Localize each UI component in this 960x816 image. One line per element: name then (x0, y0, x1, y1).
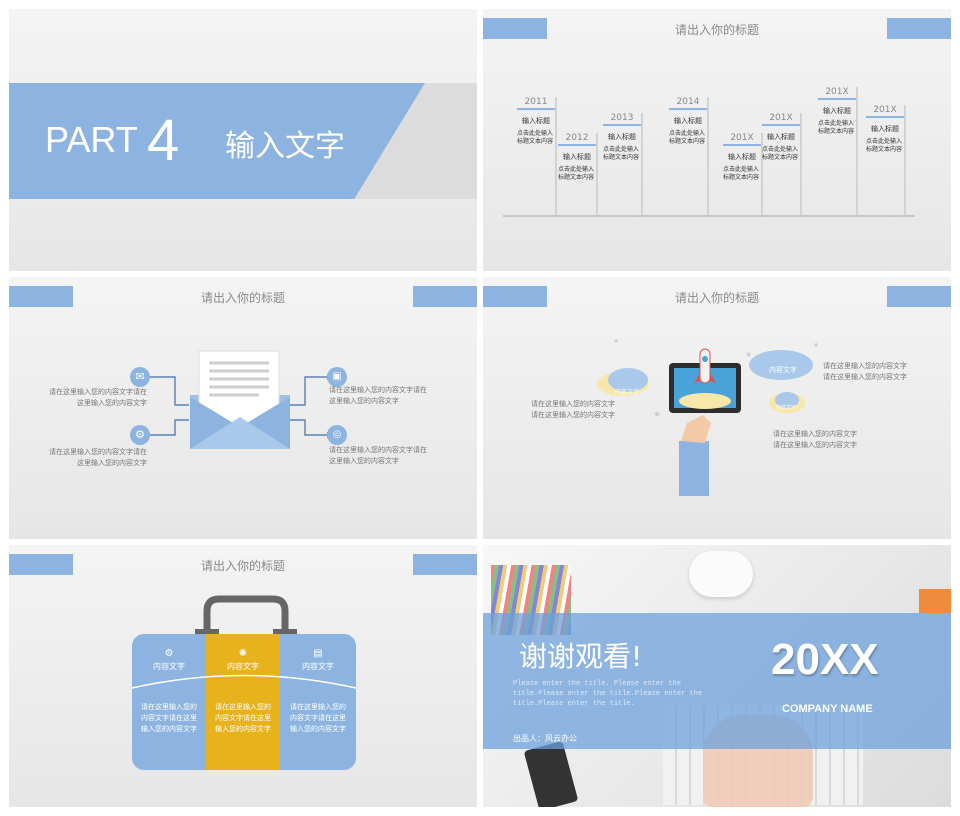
slide-title: 请出入你的标题 (674, 23, 759, 37)
slide-envelope[interactable]: 请出入你的标题 ✉ ⚙ ▣ ◎ 请在这里输入您的内容文字请在这里输入您的内容文字… (9, 277, 477, 539)
blue-overlay-band (483, 613, 951, 749)
slide-part4-title[interactable]: PART 4 输入文字 (9, 9, 477, 271)
timeline-heading: 输入标题 (522, 117, 550, 125)
timeline-heading: 输入标题 (871, 125, 899, 133)
desk-photo-mouse (689, 551, 753, 597)
timeline-item: 201X 输入标题点击此处输入标题文本内容 (762, 113, 802, 215)
timeline-item: 2014 输入标题点击此处输入标题文本内容 (669, 97, 709, 215)
card-icon: ▤ (313, 648, 323, 659)
timeline-item: 201X 输入标题点击此处输入标题文本内容 (723, 133, 763, 215)
blue-banner (9, 83, 425, 199)
globe-icon: ◎ (327, 425, 347, 445)
english-body-text: Please enter the title. Please enter the… (513, 680, 703, 708)
text-bottom-left: 请在这里输入您的内容文字请在这里输入您的内容文字 (49, 448, 147, 467)
slide-title: 请出入你的标题 (200, 291, 285, 305)
briefcase-seam (131, 674, 357, 689)
envelope-diagram (149, 350, 331, 449)
timeline-year: 2012 (558, 133, 596, 146)
slide-tablet-rocket[interactable]: 请出入你的标题 ★ ★ ★ ★ 内容文字 内容文字 内容文字 请在这里输入您的内… (483, 277, 951, 539)
timeline-text: 点击此处输入标题文本内容 (723, 166, 760, 181)
cloud-label-top-right: 内容文字 (769, 366, 797, 374)
briefcase-handle (195, 595, 297, 637)
corner-tab-left (483, 286, 547, 307)
slide-thanks[interactable]: 谢谢观看! 20XX COMPANY NAME Please enter the… (483, 545, 951, 807)
timeline-base-line (503, 215, 915, 217)
gear-icon: ⚙ (130, 425, 150, 445)
timeline-heading: 输入标题 (563, 153, 591, 161)
desk-photo-phone (523, 740, 579, 807)
timeline-year: 201X (723, 133, 761, 146)
corner-tab-right (413, 286, 477, 307)
timeline-heading: 输入标题 (823, 107, 851, 115)
timeline-text: 点击此处输入标题文本内容 (818, 120, 855, 135)
timeline-text: 点击此处输入标题文本内容 (517, 130, 554, 145)
gear-icon: ⚙ (164, 648, 174, 659)
text-bottom-right: 请在这里输入您的内容文字请在这里输入您的内容文字 (773, 430, 857, 449)
timeline-heading: 输入标题 (767, 133, 795, 141)
thanks-title: 谢谢观看! (519, 640, 643, 673)
cloud-label-bottom-right: 内容文字 (776, 405, 797, 411)
timeline-text: 点击此处输入标题文本内容 (669, 130, 706, 145)
text-top-right: 请在这里输入您的内容文字请在这里输入您的内容文字 (823, 362, 907, 381)
tablet-illustration: ★ ★ ★ ★ (597, 337, 819, 496)
cloud-label-left: 内容文字 (615, 389, 640, 396)
text-top-right: 请在这里输入您的内容文字请在这里输入您的内容文字 (329, 386, 427, 405)
timeline-text: 点击此处输入标题文本内容 (558, 166, 595, 181)
mail-icon: ✉ (130, 367, 150, 387)
timeline-text: 点击此处输入标题文本内容 (603, 146, 640, 161)
part-label: PART (45, 119, 138, 160)
svg-text:★: ★ (813, 341, 819, 349)
column-label-1: 内容文字 (153, 662, 185, 671)
timeline-heading: 输入标题 (728, 153, 756, 161)
slide-briefcase[interactable]: 请出入你的标题 ⚙ 内容文字 请在这里输入您的内容文字请在这里输入您的内容文字 … (9, 545, 477, 807)
timeline-item: 2011 输入标题点击此处输入标题文本内容 (517, 97, 557, 215)
timeline-text: 点击此处输入标题文本内容 (866, 138, 903, 153)
timeline-year: 2011 (517, 97, 555, 110)
timeline-item: 201X 输入标题点击此处输入标题文本内容 (866, 105, 906, 215)
corner-tab-left (483, 18, 547, 39)
monitor-icon: ▣ (327, 367, 347, 387)
briefcase-column-3: ▤ 内容文字 请在这里输入您的内容文字请在这里输入您的内容文字 (280, 634, 356, 770)
briefcase-column-1: ⚙ 内容文字 请在这里输入您的内容文字请在这里输入您的内容文字 (132, 634, 206, 770)
timeline-item: 201X 输入标题点击此处输入标题文本内容 (818, 87, 858, 215)
bulb-icon: ✺ (238, 648, 248, 659)
column-text-3: 请在这里输入您的内容文字请在这里输入您的内容文字 (290, 703, 346, 733)
company-name: COMPANY NAME (782, 703, 873, 715)
column-label-2: 内容文字 (227, 662, 259, 671)
timeline-year: 2013 (603, 113, 641, 126)
timeline-item: 2012 输入标题点击此处输入标题文本内容 (558, 133, 598, 215)
svg-text:★: ★ (613, 337, 619, 345)
part-title: 输入文字 (225, 129, 345, 164)
slide-title: 请出入你的标题 (200, 559, 285, 573)
text-bottom-right: 请在这里输入您的内容文字请在这里输入您的内容文字 (329, 446, 427, 465)
timeline-year: 201X (762, 113, 800, 126)
svg-text:★: ★ (653, 410, 661, 420)
briefcase-column-2: ✺ 内容文字 请在这里输入您的内容文字请在这里输入您的内容文字 (206, 634, 280, 770)
corner-tab-right (887, 18, 951, 39)
column-label-3: 内容文字 (302, 662, 334, 671)
text-left: 请在这里输入您的内容文字请在这里输入您的内容文字 (531, 400, 615, 419)
text-top-left: 请在这里输入您的内容文字请在这里输入您的内容文字 (49, 388, 147, 407)
timeline-year: 2014 (669, 97, 707, 110)
timeline-heading: 输入标题 (608, 133, 636, 141)
desk-photo-orange-block (919, 589, 951, 613)
year-label: 20XX (771, 635, 879, 684)
briefcase-body: ⚙ 内容文字 请在这里输入您的内容文字请在这里输入您的内容文字 ✺ 内容文字 请… (132, 634, 356, 770)
timeline-item: 2013 输入标题点击此处输入标题文本内容 (603, 113, 643, 215)
timeline-year: 201X (866, 105, 904, 118)
column-text-1: 请在这里输入您的内容文字请在这里输入您的内容文字 (141, 703, 197, 733)
corner-tab-left (9, 554, 73, 575)
timeline-text: 点击此处输入标题文本内容 (762, 146, 799, 161)
corner-tab-left (9, 286, 73, 307)
svg-text:★: ★ (745, 350, 752, 359)
part-number: 4 (147, 108, 180, 173)
column-text-2: 请在这里输入您的内容文字请在这里输入您的内容文字 (215, 703, 271, 733)
timeline-year: 201X (818, 87, 856, 100)
corner-tab-right (413, 554, 477, 575)
corner-tab-right (887, 286, 951, 307)
producer-label: 出品人：风云办公 (513, 734, 577, 743)
timeline-heading: 输入标题 (674, 117, 702, 125)
slide-title: 请出入你的标题 (674, 291, 759, 305)
